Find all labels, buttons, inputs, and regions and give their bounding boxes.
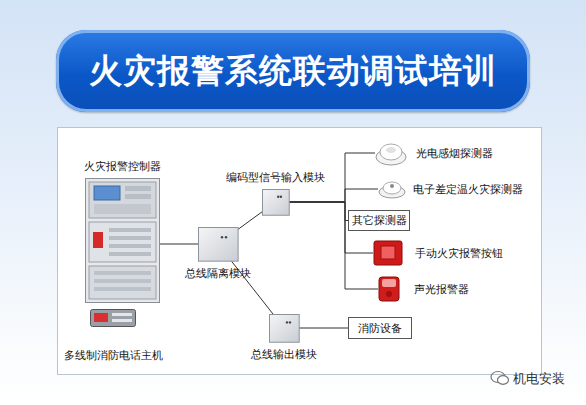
title-banner: 火灾报警系统联动调试培训 bbox=[56, 30, 530, 112]
heat-symbol bbox=[378, 179, 406, 199]
cabinet-symbol bbox=[85, 178, 160, 303]
watermark: 机电安装 bbox=[513, 370, 565, 388]
cabinet-node: 火灾报警控制器 bbox=[85, 178, 160, 303]
module-node: 总线输出模块 bbox=[269, 314, 299, 342]
manual-symbol bbox=[373, 240, 403, 266]
module-symbol bbox=[269, 314, 299, 342]
wechat-icon bbox=[490, 370, 510, 386]
manual-node: 手动火灾报警按钮 bbox=[373, 240, 403, 266]
connector-line bbox=[289, 189, 378, 202]
phone-symbol bbox=[90, 309, 136, 327]
node-label: 光电感烟探测器 bbox=[416, 147, 493, 160]
connector-line bbox=[299, 328, 348, 329]
node-label: 多线制消防电话主机 bbox=[64, 349, 163, 362]
heat-node: 电子差定温火灾探测器 bbox=[378, 179, 406, 199]
sounder-node: 声光报警器 bbox=[378, 276, 400, 302]
node-label: 编码型信号输入模块 bbox=[226, 171, 325, 184]
text-box: 消防设备 bbox=[348, 317, 412, 339]
node-label: 总线输出模块 bbox=[251, 348, 317, 361]
node-label: 消防设备 bbox=[358, 322, 402, 335]
connector-line bbox=[160, 244, 198, 245]
module-symbol bbox=[198, 227, 238, 261]
phone-node: 多线制消防电话主机 bbox=[90, 309, 136, 327]
module-node: 编码型信号输入模块 bbox=[262, 189, 289, 215]
sounder-symbol bbox=[378, 276, 400, 302]
node-label: 电子差定温火灾探测器 bbox=[413, 183, 523, 196]
node-label: 手动火灾报警按钮 bbox=[415, 247, 503, 260]
node-label: 总线隔离模块 bbox=[185, 267, 251, 280]
module-symbol bbox=[262, 189, 289, 215]
node-label: 火灾报警控制器 bbox=[84, 160, 161, 173]
smoke-node: 光电感烟探测器 bbox=[375, 140, 407, 166]
connector-line bbox=[238, 212, 262, 230]
smoke-symbol bbox=[375, 140, 407, 166]
node-label: 声光报警器 bbox=[414, 283, 469, 296]
connector-line bbox=[289, 202, 348, 221]
module-node: 总线隔离模块 bbox=[198, 227, 238, 261]
text-box: 其它探测器 bbox=[348, 210, 410, 231]
title-text: 火灾报警系统联动调试培训 bbox=[89, 49, 497, 94]
node-label: 其它探测器 bbox=[352, 214, 407, 227]
